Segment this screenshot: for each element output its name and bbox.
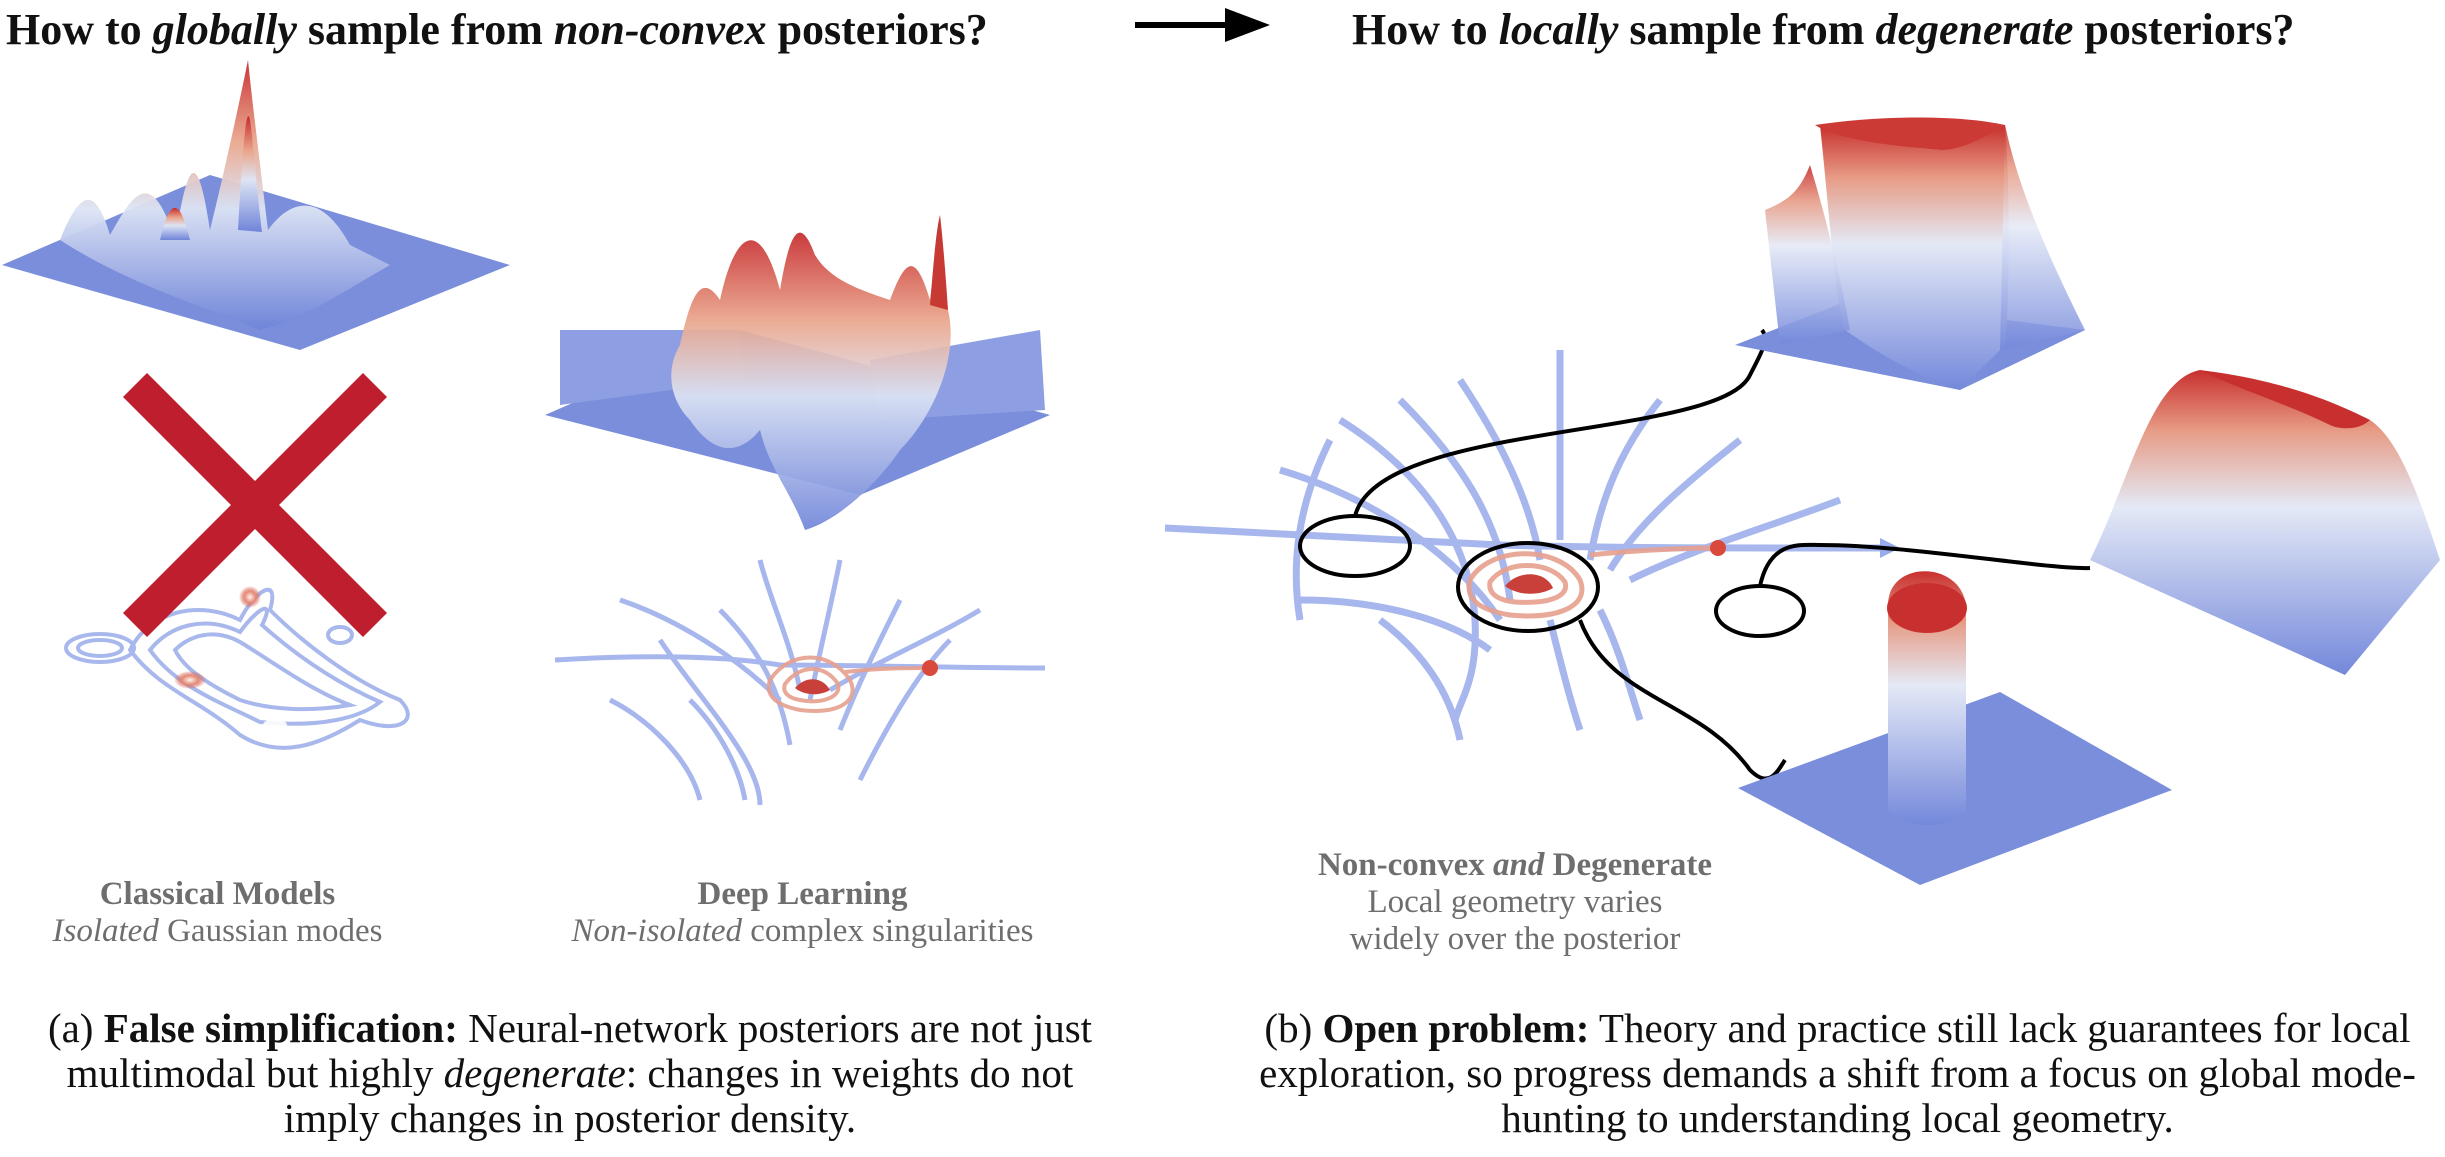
classical-subtitle: Isolated Gaussian modes: [52, 913, 383, 949]
caption-b: (b) Open problem: Theory and practice st…: [1259, 1005, 2416, 1141]
curve-surface-plot: [2090, 370, 2440, 675]
region-circle-right: [1714, 584, 1806, 638]
cross-out-icon: [122, 372, 388, 638]
degenerate-line2: widely over the posterior: [1349, 921, 1681, 957]
degenerate-contour-plot: [1164, 328, 2091, 781]
arrow-right-icon: [1135, 8, 1270, 42]
ridge-surface-plot: [1735, 117, 2085, 390]
caption-a: (a) False simplification: Neural-network…: [47, 1005, 1093, 1141]
deep-learning-title: Deep Learning: [697, 876, 908, 912]
deep-learning-caption: Deep Learning Non-isolated complex singu…: [535, 876, 1070, 950]
deep-learning-surface-plot: [545, 215, 1050, 806]
region-circle-left: [1298, 514, 1412, 578]
heading-left: How to globally sample from non-convex p…: [6, 5, 988, 54]
classical-surface-plot: [2, 60, 510, 750]
heading-right: How to locally sample from degenerate po…: [1352, 5, 2295, 54]
degenerate-line1: Local geometry varies: [1367, 884, 1663, 920]
degenerate-caption: Non-convex and Degenerate Local geometry…: [1280, 847, 1750, 958]
degenerate-title: Non-convex and Degenerate: [1317, 847, 1713, 883]
classical-caption: Classical Models Isolated Gaussian modes: [20, 876, 415, 950]
cylinder-surface-plot: [1738, 571, 2172, 885]
region-circle-center: [1456, 541, 1600, 633]
classical-title: Classical Models: [99, 876, 336, 912]
deep-learning-subtitle: Non-isolated complex singularities: [571, 913, 1034, 949]
